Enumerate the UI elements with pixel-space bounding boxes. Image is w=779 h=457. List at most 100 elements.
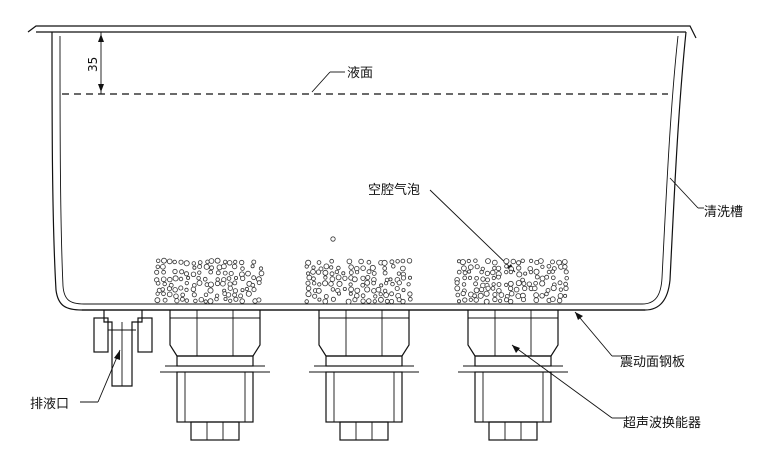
bubble xyxy=(191,261,196,266)
bubble xyxy=(521,297,527,303)
cleaning-tank-wall xyxy=(27,25,697,311)
bubble xyxy=(371,280,376,286)
bubble xyxy=(162,297,168,303)
bubble xyxy=(557,293,564,299)
bubble xyxy=(323,294,329,299)
bubble xyxy=(498,292,505,298)
bubble xyxy=(318,266,324,272)
bubble xyxy=(207,298,214,305)
bubble xyxy=(209,265,215,271)
bubble xyxy=(360,298,366,304)
bubble xyxy=(477,292,484,299)
bubble xyxy=(256,297,262,303)
transducer-bolt xyxy=(190,421,240,441)
bubble xyxy=(161,269,166,275)
bubble xyxy=(474,264,480,270)
bubble xyxy=(491,282,496,287)
bubble xyxy=(193,298,198,304)
bubble xyxy=(336,280,343,287)
bubble xyxy=(166,291,173,298)
bubble xyxy=(490,286,496,291)
bubble xyxy=(221,263,227,270)
bubble xyxy=(491,259,498,266)
bubble xyxy=(178,276,184,282)
bubble xyxy=(373,294,378,299)
bubble xyxy=(228,298,233,303)
bubble xyxy=(322,298,329,305)
bubble xyxy=(480,276,486,282)
bubble xyxy=(251,275,257,281)
bubble xyxy=(460,290,466,297)
bubble xyxy=(504,282,509,287)
bubble xyxy=(352,297,358,303)
bubble xyxy=(311,265,316,270)
bubble xyxy=(389,298,395,304)
bubble xyxy=(366,269,372,275)
bubble xyxy=(348,291,353,296)
bubble xyxy=(520,258,525,263)
bubble xyxy=(468,297,473,302)
bubble xyxy=(173,293,179,299)
bubble xyxy=(202,276,208,282)
bubble xyxy=(161,291,166,297)
bubble xyxy=(180,292,186,298)
bubble xyxy=(222,270,228,276)
bubble xyxy=(406,282,411,287)
bubble xyxy=(329,265,334,270)
bubble xyxy=(174,298,180,304)
bubble xyxy=(250,282,256,288)
bubble xyxy=(183,260,190,267)
bubble xyxy=(528,269,534,275)
bubble xyxy=(231,263,238,270)
bubble xyxy=(334,269,340,275)
bubble xyxy=(342,286,347,291)
bubble xyxy=(546,269,552,275)
transducer-neck xyxy=(325,355,403,367)
bubble xyxy=(396,280,402,286)
bubble xyxy=(364,286,371,293)
bubble xyxy=(329,276,336,282)
bubble xyxy=(484,270,490,276)
bubble xyxy=(342,275,348,281)
bubble xyxy=(496,288,502,294)
bubble xyxy=(341,271,346,276)
bubble xyxy=(369,264,376,271)
bubble xyxy=(360,293,366,299)
bubble xyxy=(504,264,509,269)
single-bubble xyxy=(330,236,336,242)
transducer-bolt xyxy=(339,421,389,441)
bubble xyxy=(358,258,364,265)
bubble xyxy=(155,258,161,263)
bubble xyxy=(190,286,197,292)
bubble xyxy=(336,291,341,296)
bubble xyxy=(473,297,479,303)
drain-outlet xyxy=(93,310,153,387)
bubble xyxy=(214,257,221,264)
bubble xyxy=(166,258,173,265)
transducer-body xyxy=(474,371,552,423)
bubble xyxy=(377,296,384,303)
bubble xyxy=(550,275,556,281)
bubble xyxy=(227,285,233,291)
bubble xyxy=(503,258,510,265)
bubble xyxy=(160,287,165,292)
transducer-bolt xyxy=(488,421,538,441)
bubble xyxy=(354,270,360,275)
bubble xyxy=(207,287,214,294)
bubble xyxy=(496,274,501,280)
bubble xyxy=(533,297,540,303)
bubble xyxy=(160,263,166,270)
bubble xyxy=(304,264,309,269)
bubble xyxy=(538,258,544,264)
bubble xyxy=(504,269,509,275)
bubble xyxy=(351,276,358,283)
bubble xyxy=(509,291,515,297)
bubble xyxy=(305,271,311,276)
bubble xyxy=(473,258,478,263)
bubble xyxy=(348,264,354,270)
bubble xyxy=(322,280,329,287)
bubble xyxy=(323,275,328,280)
bubble xyxy=(354,287,361,294)
